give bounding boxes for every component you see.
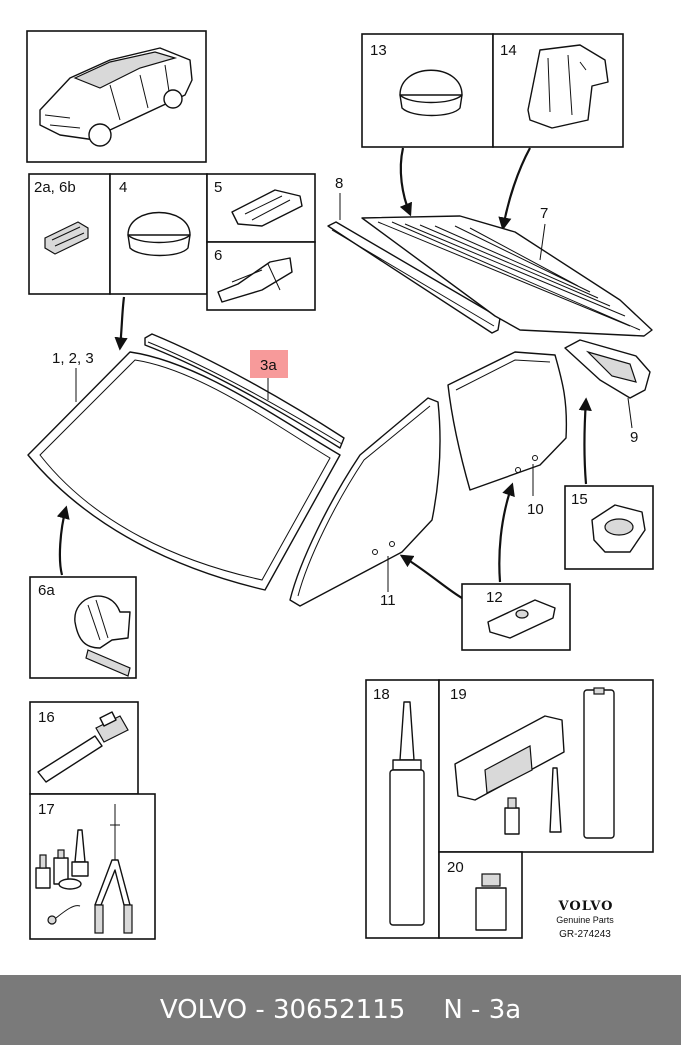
box-5-6: 5 6 <box>206 173 316 311</box>
seal-8-part: 8 <box>327 175 501 334</box>
box-19: 19 <box>438 679 654 853</box>
label-3a: 3a <box>260 357 277 374</box>
box-12: 12 <box>461 583 571 651</box>
label-6: 6 <box>214 247 222 264</box>
box-13-14: 13 14 <box>361 33 624 148</box>
drawing-code: GR-274243 <box>559 929 611 940</box>
label-17: 17 <box>38 801 55 818</box>
label-5: 5 <box>214 179 222 196</box>
footer-position-label: N <box>443 995 463 1025</box>
label-19: 19 <box>450 686 467 703</box>
door-glass-11-part: 11 <box>289 397 441 609</box>
footer-separator: - <box>255 995 265 1025</box>
box-15: 15 <box>564 485 654 570</box>
grommet-15-part <box>591 504 646 553</box>
clip-6a-part <box>74 595 131 677</box>
parts-diagram: 2a, 6b 4 5 6 13 14 <box>26 30 654 940</box>
branding: VOLVO Genuine Parts GR-274243 <box>556 899 614 940</box>
box-17: 17 <box>29 793 156 940</box>
label-12: 12 <box>486 589 503 606</box>
highlight-3a <box>250 350 288 378</box>
tube-16-part <box>37 711 129 783</box>
label-14: 14 <box>500 42 517 59</box>
label-7: 7 <box>540 205 548 222</box>
label-18: 18 <box>373 686 390 703</box>
label-16: 16 <box>38 709 55 726</box>
footer-position-value: 3a <box>488 995 522 1025</box>
volvo-logo-text: VOLVO <box>558 899 614 914</box>
clip-12-part <box>487 599 556 639</box>
label-1-2-3: 1, 2, 3 <box>52 350 94 367</box>
footer-position-separator: - <box>471 995 481 1025</box>
cap-13-part <box>399 69 463 117</box>
footer-part-number: 30652115 <box>272 995 406 1025</box>
seal-3a-part: 3a <box>144 333 345 449</box>
footer-brand: VOLVO <box>159 995 248 1025</box>
box-18: 18 <box>365 679 440 939</box>
box-2a-6b-4: 2a, 6b 4 <box>28 173 208 295</box>
cartridge-18-part <box>389 701 425 926</box>
label-15: 15 <box>571 491 588 508</box>
kit-19-part <box>454 687 615 839</box>
genuine-parts-text: Genuine Parts <box>556 915 614 925</box>
box-20: 20 <box>438 851 523 939</box>
door-glass-10-part: 10 <box>447 351 568 518</box>
clip-5-part <box>231 189 303 227</box>
label-6a: 6a <box>38 582 55 599</box>
label-4: 4 <box>119 179 127 196</box>
clip-6-part <box>217 257 293 303</box>
box-6a: 6a <box>29 576 137 679</box>
windscreen-part: 1, 2, 3 <box>27 350 341 591</box>
cap-4-part <box>127 211 191 257</box>
kit-17-part <box>35 804 133 934</box>
label-8: 8 <box>335 175 343 192</box>
label-9: 9 <box>630 429 638 446</box>
label-20: 20 <box>447 859 464 876</box>
part-number-footer: VOLVO - 30652115 N - 3a <box>0 975 681 1045</box>
quarter-glass-9-part: 9 <box>564 339 651 446</box>
car-overview <box>26 30 207 163</box>
box-16: 16 <box>29 701 139 795</box>
label-2a-6b: 2a, 6b <box>34 179 76 196</box>
rear-window-7-part: 7 <box>361 205 653 337</box>
label-11: 11 <box>380 592 396 609</box>
bottle-20-part <box>475 873 507 931</box>
label-13: 13 <box>370 42 387 59</box>
label-10: 10 <box>527 501 544 518</box>
